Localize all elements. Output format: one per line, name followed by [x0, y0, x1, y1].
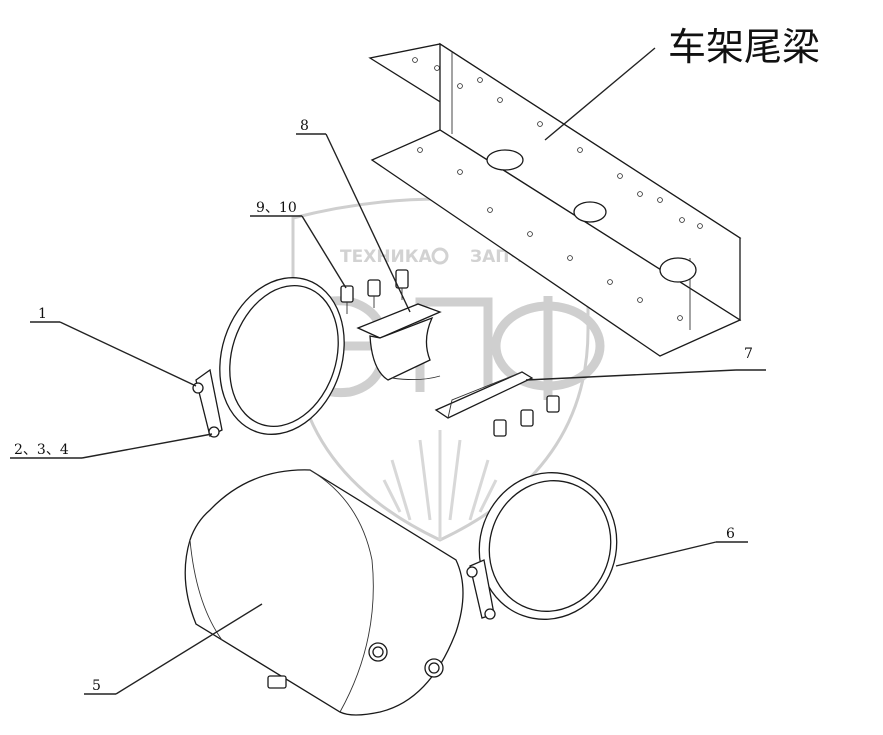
- callout-7: 7: [525, 346, 766, 381]
- bolts-9-10: [340, 269, 409, 314]
- watermark-gear-icon: [431, 247, 449, 265]
- assembly-title: 车架尾梁: [668, 25, 820, 69]
- callout-label: 8: [300, 118, 309, 134]
- callout-label: 2、3、4: [14, 442, 69, 458]
- callout-label: 7: [744, 346, 753, 362]
- callout-label: 1: [38, 306, 47, 322]
- watermark-logo: [296, 296, 605, 400]
- frame-rear-beam: [368, 42, 742, 357]
- beam-holes: [412, 57, 703, 321]
- watermark-left-text: ТЕХНИКА: [340, 247, 433, 267]
- callout-5: 5: [84, 603, 263, 695]
- callout-label: 5: [92, 678, 101, 694]
- callout-label: 9、10: [256, 200, 297, 216]
- callout-2-3-4: 2、3、4: [10, 433, 213, 459]
- bracket-7: [434, 371, 534, 419]
- title-leader-line: [544, 47, 656, 141]
- air-tank-5: [184, 469, 464, 716]
- clamp-band-6: [466, 472, 618, 620]
- callout-9-10: 9、10: [250, 200, 347, 289]
- clamp-band-1: [192, 277, 345, 438]
- callout-8: 8: [296, 118, 411, 313]
- watermark-wheat: [382, 430, 498, 540]
- callout-6: 6: [615, 526, 748, 567]
- callout-label: 6: [726, 526, 735, 542]
- callout-1: 1: [30, 306, 197, 387]
- bolts-7: [493, 395, 560, 437]
- bracket-8: [356, 303, 442, 381]
